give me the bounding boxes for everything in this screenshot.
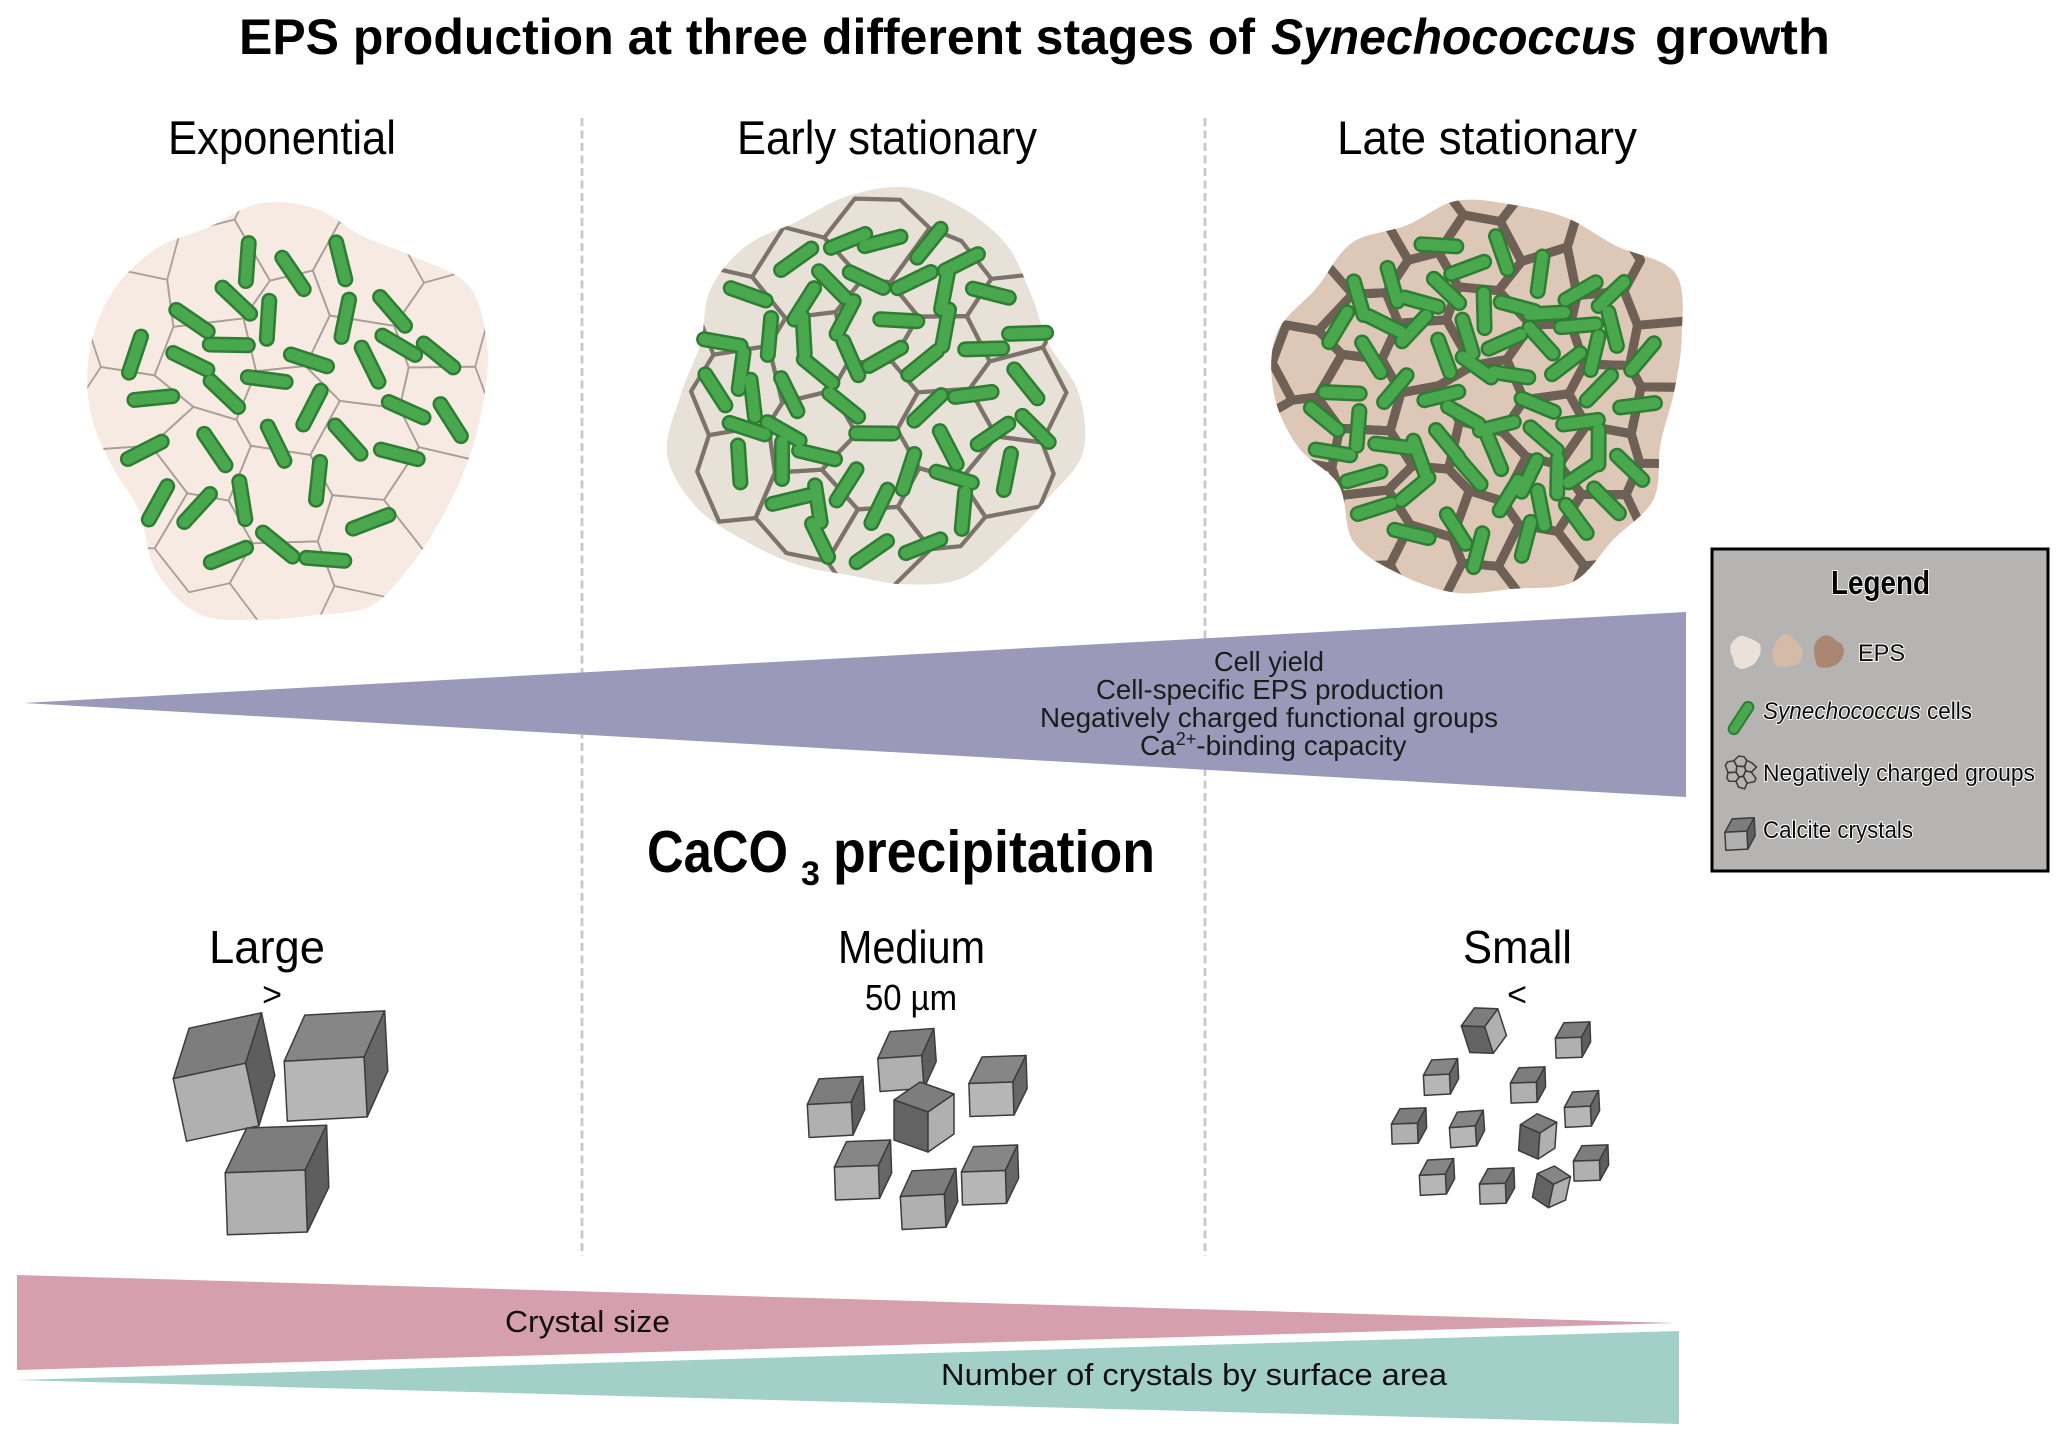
svg-text:<: < — [1507, 976, 1527, 1014]
svg-text:Late stationary: Late stationary — [1337, 111, 1637, 164]
svg-text:Number of crystals by surface: Number of crystals by surface area — [941, 1357, 1448, 1392]
svg-text:EPS production at three differ: EPS production at three different stages… — [239, 9, 1255, 65]
svg-text:3: 3 — [801, 855, 820, 893]
svg-text:Ca2+-binding capacity: Ca2+-binding capacity — [1140, 729, 1406, 761]
svg-text:Synechococcus cells: Synechococcus cells — [1763, 698, 1972, 725]
svg-text:Large: Large — [209, 921, 325, 973]
svg-text:Early stationary: Early stationary — [737, 111, 1037, 164]
svg-text:Medium: Medium — [838, 921, 985, 973]
svg-text:Negatively charged functional: Negatively charged functional groups — [1040, 702, 1498, 733]
svg-text:EPS: EPS — [1858, 640, 1905, 667]
svg-text:Negatively charged groups: Negatively charged groups — [1763, 760, 2035, 787]
svg-text:50 µm: 50 µm — [865, 977, 957, 1018]
svg-text:Crystal size: Crystal size — [505, 1304, 670, 1339]
svg-text:precipitation: precipitation — [833, 819, 1155, 885]
svg-text:Cell-specific EPS production: Cell-specific EPS production — [1096, 674, 1444, 705]
svg-text:Exponential: Exponential — [168, 111, 396, 164]
svg-text:Cell yield: Cell yield — [1214, 646, 1324, 677]
svg-text:Legend: Legend — [1831, 564, 1930, 601]
svg-text:>: > — [262, 976, 282, 1014]
svg-text:Synechococcus: Synechococcus — [1271, 9, 1637, 65]
svg-text:CaCO: CaCO — [647, 819, 788, 885]
svg-text:growth: growth — [1655, 9, 1830, 65]
svg-text:Small: Small — [1463, 921, 1572, 973]
svg-text:Calcite crystals: Calcite crystals — [1763, 817, 1913, 844]
